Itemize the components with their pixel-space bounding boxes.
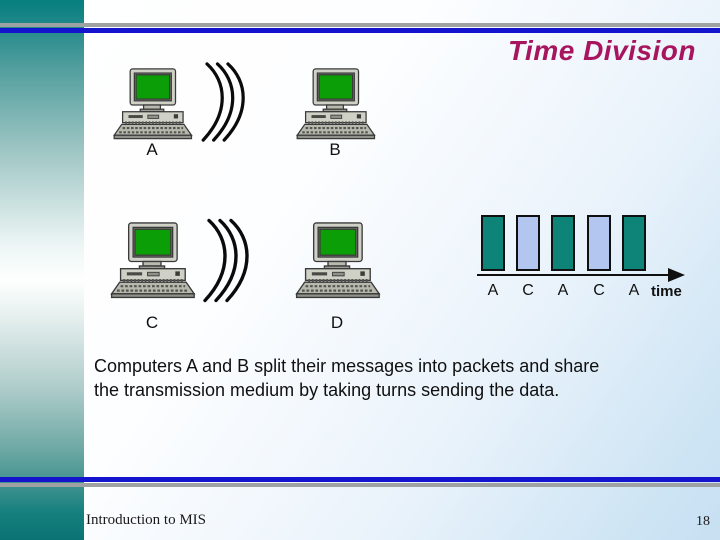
computer-c: C	[107, 222, 197, 333]
time-axis-label: time	[651, 283, 682, 300]
packet-slot	[551, 215, 575, 271]
time-axis	[477, 274, 670, 276]
footer-title: Introduction to MIS	[86, 512, 206, 528]
caption-line: the transmission medium by taking turns …	[94, 380, 560, 400]
slot-label: A	[487, 282, 499, 299]
packet-slot	[516, 215, 540, 271]
computer-d-label: D	[330, 313, 344, 332]
computer-icon	[110, 222, 196, 299]
computer-b-label: B	[329, 140, 341, 159]
page-title: Time Division	[507, 35, 696, 66]
slot-label: A	[628, 282, 640, 299]
computer-b: B	[293, 68, 377, 160]
slot-label: C	[522, 282, 534, 299]
footer-gray-rule	[0, 483, 720, 487]
computer-a: A	[110, 68, 194, 160]
computer-icon	[295, 222, 381, 299]
computer-c-label: C	[145, 313, 159, 332]
computer-icon	[112, 68, 193, 140]
slot-label: A	[557, 282, 569, 299]
sidebar-accent-bar	[0, 0, 84, 540]
wireless-signal-icon	[201, 62, 245, 142]
caption-line: Computers A and B split their messages i…	[94, 356, 600, 376]
header-gray-rule	[0, 23, 720, 27]
computer-icon	[295, 68, 376, 140]
packet-slot	[481, 215, 505, 271]
page-number: 18	[696, 514, 710, 529]
wireless-signal-icon	[203, 218, 249, 303]
slot-label: C	[593, 282, 605, 299]
packet-slot	[587, 215, 611, 271]
packet-slot	[622, 215, 646, 271]
caption: Computers A and B split their messages i…	[94, 354, 674, 402]
computer-d: D	[292, 222, 382, 333]
time-axis-arrow	[668, 268, 685, 282]
header-blue-rule	[0, 28, 720, 33]
footer-blue-rule	[0, 477, 720, 482]
computer-a-label: A	[146, 140, 158, 159]
